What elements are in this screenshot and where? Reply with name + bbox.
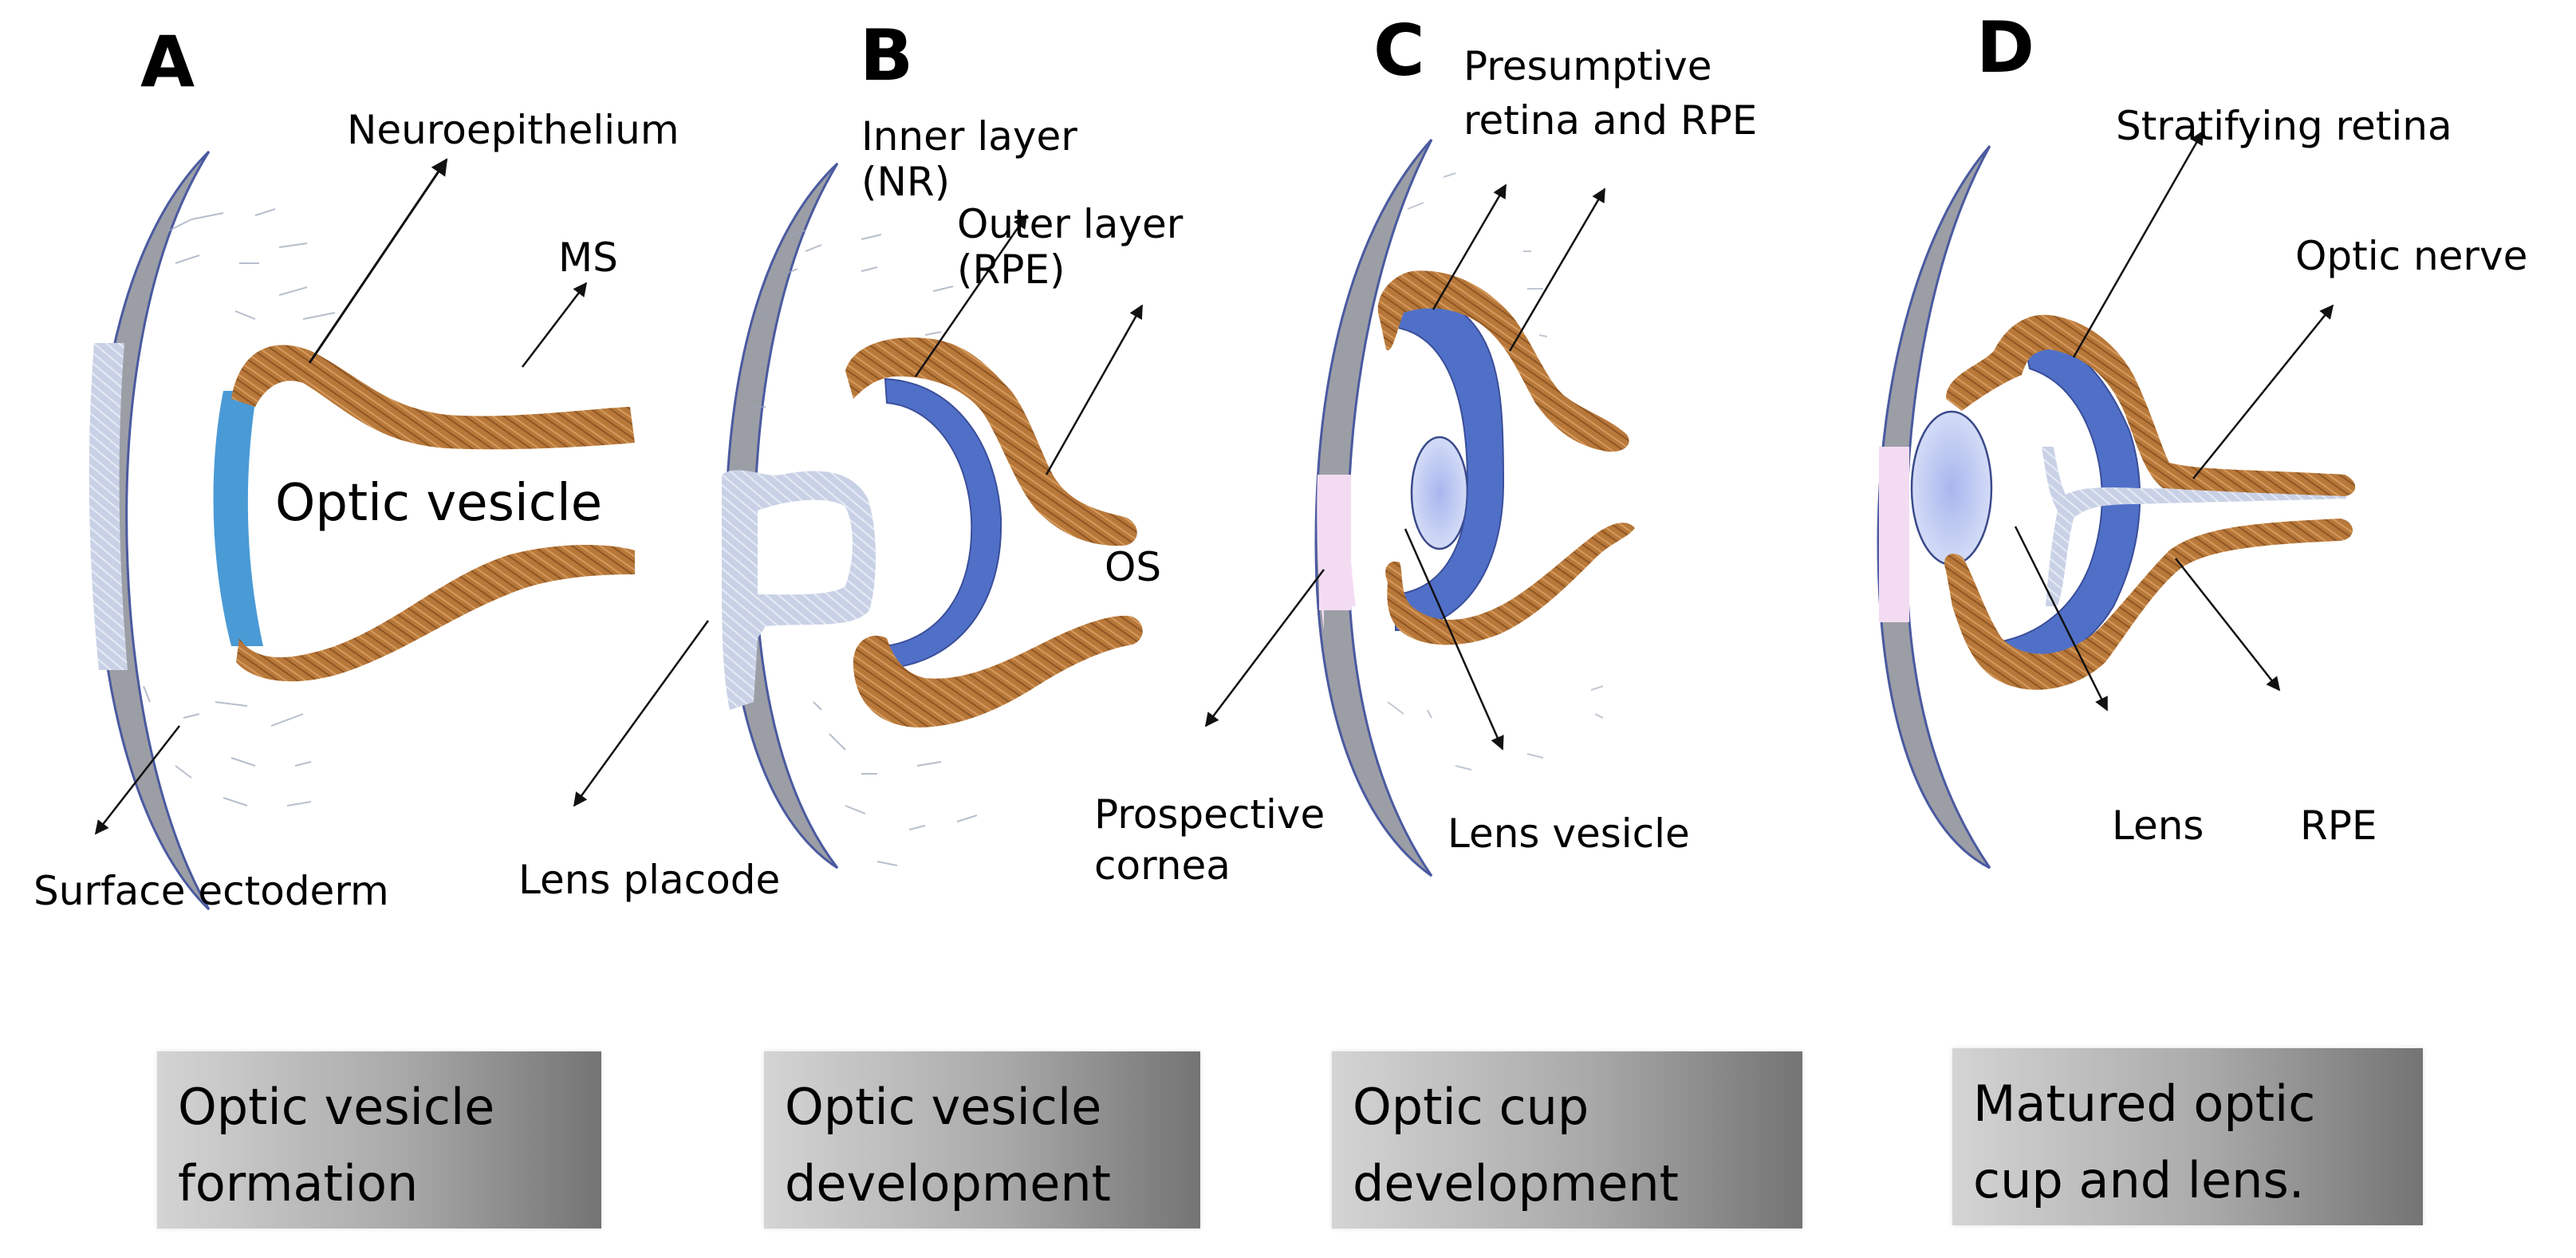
rpe-lower-shape [1944, 519, 2353, 690]
label-surface-ectoderm: Surface ectoderm [33, 868, 389, 914]
label-prospective-cornea-line2: cornea [1094, 842, 1231, 889]
lens-placode-invagination [722, 470, 876, 710]
stage-line-1: Optic cup [1353, 1078, 1589, 1136]
stage-box-matured-optic-cup: Matured optic cup and lens. [1952, 1048, 2423, 1225]
label-prospective-cornea-line1: Prospective [1094, 791, 1325, 838]
prospective-cornea-band [1319, 475, 1351, 610]
stage-line-2: formation [178, 1154, 419, 1213]
label-optic-vesicle: Optic vesicle [275, 474, 602, 533]
lens-vesicle-shape [1410, 436, 1469, 550]
panel-letter-a: A [140, 21, 195, 103]
stage-line-1: Matured optic [1973, 1075, 2316, 1133]
stage-line-1: Optic vesicle [785, 1078, 1102, 1136]
label-inner-layer-line1: Inner layer [861, 113, 1077, 160]
lens-shape [1910, 410, 1993, 566]
label-presumptive-line1: Presumptive [1463, 43, 1712, 89]
label-stratifying-retina: Stratifying retina [2116, 103, 2452, 149]
label-outer-layer-line1: Outer layer [957, 201, 1184, 247]
rpe-outer-layer-lower [853, 615, 1143, 728]
panel-d: D Stratifying retina Optic nerve Lens RP… [1877, 6, 2527, 870]
label-outer-layer-line2: (RPE) [957, 246, 1065, 293]
stage-line-2: cup and lens. [1973, 1151, 2305, 1209]
label-presumptive-line2: retina and RPE [1463, 97, 1757, 144]
optic-vesicle-upper-wall [231, 345, 635, 450]
label-neuroepithelium: Neuroepithelium [347, 107, 679, 153]
arrow-stratifying-retina [2072, 130, 2204, 358]
arrow-ms [522, 282, 588, 368]
panel-a: A Neuroepithelium MS Optic vesicle Surfa… [33, 21, 780, 914]
stage-line-1: Optic vesicle [178, 1078, 495, 1136]
panel-letter-b: B [860, 14, 913, 97]
panel-letter-c: C [1373, 10, 1425, 92]
label-inner-layer-line2: (NR) [861, 159, 950, 205]
stage-box-optic-vesicle-formation: Optic vesicle formation [157, 1051, 601, 1228]
cornea-band [1879, 447, 1909, 622]
label-os: OS [1105, 544, 1161, 590]
label-lens: Lens [2112, 803, 2204, 849]
rpe-upper-shape [1377, 270, 1629, 452]
neuroepithelium-blue-shape [213, 391, 263, 646]
stage-text: Matured optic cup and lens. [1973, 1066, 2415, 1219]
neural-retina-inner-layer [884, 377, 1002, 670]
surface-ectoderm-shape [1314, 138, 1433, 877]
arrow-lens-placode [573, 620, 710, 807]
label-ms: MS [558, 235, 618, 281]
optic-vesicle-lower-wall [236, 545, 635, 682]
arrow-outer-layer [1045, 304, 1144, 475]
stage-line-2: development [1353, 1154, 1679, 1213]
panel-b: B Inner layer (NR) Outer layer (RPE) OS [573, 14, 1184, 870]
label-lens-placode: Lens placode [518, 857, 780, 903]
lens-placode-shape [89, 343, 128, 670]
rpe-lower-shape [1385, 523, 1635, 645]
stage-line-2: development [785, 1154, 1111, 1213]
label-lens-vesicle: Lens vesicle [1448, 810, 1690, 857]
stage-text: Optic cup development [1353, 1069, 1794, 1222]
stage-text: Optic vesicle development [785, 1069, 1192, 1222]
label-rpe: RPE [2300, 803, 2377, 849]
rpe-outer-layer-upper [845, 337, 1137, 546]
arrow-presumptive-retina [1432, 183, 1507, 310]
arrow-lens [2014, 526, 2109, 712]
mesenchyme-dashes [143, 208, 336, 806]
mesenchyme-dashes [754, 230, 978, 866]
arrow-neuroepithelium [308, 158, 448, 364]
stage-box-optic-vesicle-development: Optic vesicle development [764, 1051, 1200, 1228]
arrow-surface-ectoderm [94, 725, 180, 835]
arrow-prospective-cornea [1272, 570, 1324, 726]
arrow-inner-layer [914, 214, 1028, 377]
arrow-presumptive-rpe [1508, 187, 1606, 352]
rpe-upper-shape [1946, 314, 2356, 496]
surface-ectoderm-shape [1877, 145, 1991, 870]
panel-c: C Presumptive retina and RPE Prospective… [1094, 10, 1757, 889]
stage-text: Optic vesicle formation [178, 1069, 593, 1222]
label-optic-nerve: Optic nerve [2295, 233, 2527, 279]
arrow-optic-nerve [2192, 304, 2334, 479]
arrow-prospective-cornea [1204, 569, 1325, 728]
panel-letter-d: D [1976, 6, 2034, 89]
arrow-lens-vesicle [1404, 528, 1504, 751]
stage-box-optic-cup-development: Optic cup development [1332, 1051, 1802, 1228]
arrow-rpe [2175, 558, 2281, 692]
mesenchyme-dashes [1387, 172, 1604, 771]
